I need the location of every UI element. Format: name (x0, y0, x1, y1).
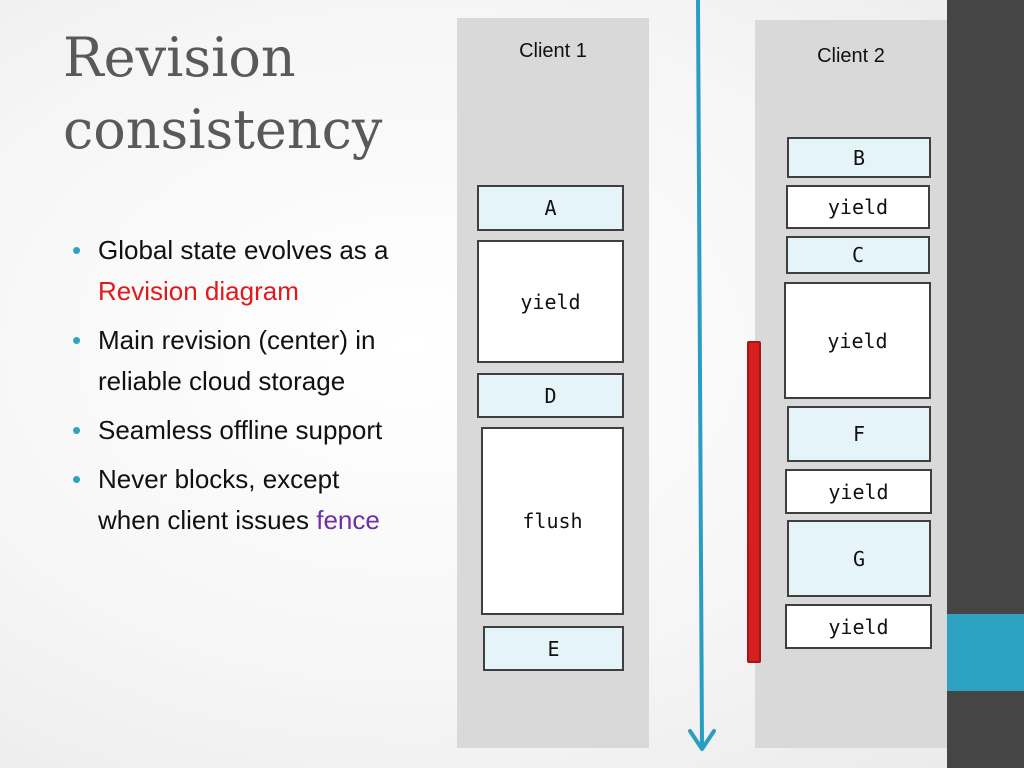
bullet-dot-icon: • (72, 235, 82, 265)
bullet-list: • Global state evolves as a Revision dia… (72, 230, 392, 549)
slide-title-line-2: consistency (63, 98, 383, 161)
bullet-item: • Seamless offline support (72, 410, 392, 451)
bullet-dot-icon: • (72, 325, 82, 355)
bullet-highlight: Revision diagram (98, 276, 299, 306)
client-2-label: Client 2 (817, 45, 885, 67)
client-1-box-flush: flush (481, 427, 624, 615)
client-2-box-yield: yield (786, 185, 930, 229)
client-2-box-f: F (787, 406, 931, 462)
client-1-label: Client 1 (519, 40, 587, 62)
client-2-box-b: B (787, 137, 931, 178)
client-1-box-yield: yield (477, 240, 624, 363)
client-2-box-c: C (786, 236, 930, 274)
right-accent-block (947, 614, 1024, 691)
bullet-item: • Global state evolves as a Revision dia… (72, 230, 392, 312)
client-2-box-g: G (787, 520, 931, 597)
client-1-box-a: A (477, 185, 624, 231)
client-2-box-yield: yield (785, 604, 932, 649)
bullet-highlight: fence (316, 505, 380, 535)
bullet-item: • Never blocks, except when client issue… (72, 459, 392, 541)
client-1-box-d: D (477, 373, 624, 418)
client-1-box-e: E (483, 626, 624, 671)
bullet-dot-icon: • (72, 415, 82, 445)
slide-title: Revision consistency (63, 22, 443, 166)
bullet-text: Global state evolves as a (98, 235, 389, 265)
client-2-box-yield: yield (785, 469, 932, 514)
bullet-text: Seamless offline support (98, 415, 383, 445)
main-revision-arrow (688, 0, 716, 751)
client-2-box-yield: yield (784, 282, 931, 399)
bullet-text: Main revision (center) in reliable cloud… (98, 325, 376, 396)
bullet-item: • Main revision (center) in reliable clo… (72, 320, 392, 402)
fence-bar (747, 341, 761, 663)
bullet-dot-icon: • (72, 464, 82, 494)
slide-title-line-1: Revision (63, 26, 296, 89)
bullet-text: Never blocks, except when client issues (98, 464, 340, 535)
